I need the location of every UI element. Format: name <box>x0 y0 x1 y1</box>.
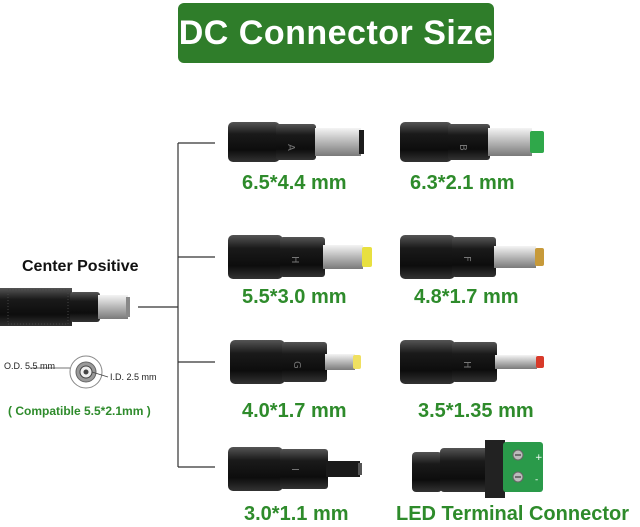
svg-text:-: - <box>535 475 538 485</box>
barrel-end-view <box>30 355 109 389</box>
svg-text:H: H <box>461 361 472 369</box>
svg-text:H: H <box>289 256 300 264</box>
size-label-led: LED Terminal Connector <box>396 503 629 525</box>
size-label-h-large: 5.5*3.0 mm <box>242 286 347 308</box>
connector-b: B <box>400 122 544 162</box>
led-terminal-connector: + - <box>412 440 543 498</box>
connector-h-large: H <box>228 235 372 279</box>
svg-text:A: A <box>285 144 296 151</box>
size-label-f: 4.8*1.7 mm <box>414 286 519 308</box>
svg-text:B: B <box>457 144 468 151</box>
size-label-i: 3.0*1.1 mm <box>244 503 349 525</box>
svg-text:F: F <box>461 256 472 262</box>
svg-text:G: G <box>291 361 302 369</box>
connector-i: I <box>228 447 362 491</box>
page-title: DC Connector Size <box>178 13 494 52</box>
center-positive-heading: Center Positive <box>22 258 139 275</box>
connector-g: G <box>230 340 361 384</box>
connector-h-small: H <box>400 340 544 384</box>
id-label: I.D. 2.5 mm <box>110 372 157 382</box>
size-label-h-small: 3.5*1.35 mm <box>418 400 534 422</box>
svg-text:+: + <box>535 453 543 463</box>
title-banner: DC Connector Size <box>178 3 494 63</box>
size-label-g: 4.0*1.7 mm <box>242 400 347 422</box>
connector-a: A <box>228 122 364 162</box>
od-label: O.D. 5.5 mm <box>4 361 56 371</box>
compatible-note: ( Compatible 5.5*2.1mm ) <box>8 404 151 418</box>
svg-text:I: I <box>289 468 300 471</box>
size-label-b: 6.3*2.1 mm <box>410 172 515 194</box>
size-label-a: 6.5*4.4 mm <box>242 172 347 194</box>
main-dc-plug <box>0 288 130 326</box>
connector-f: F <box>400 235 544 279</box>
bracket-lines <box>138 142 215 468</box>
